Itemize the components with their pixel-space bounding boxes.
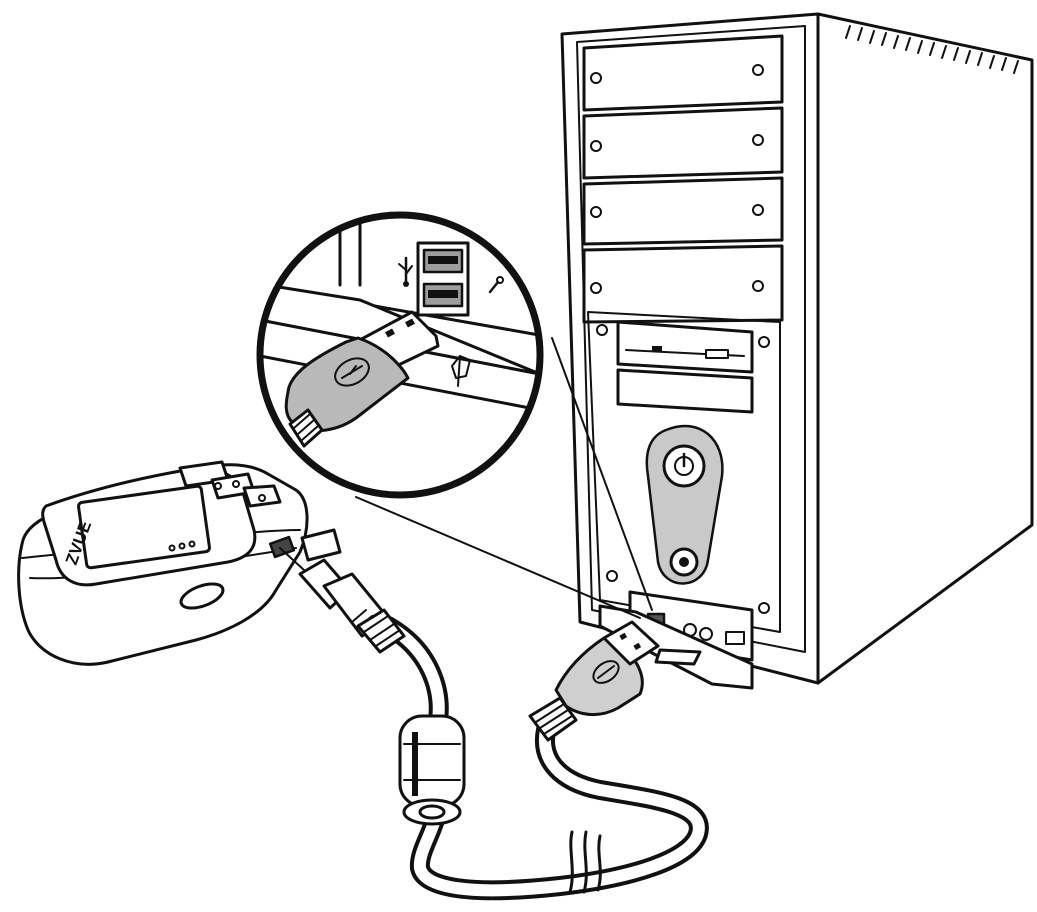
device-side-button [179,582,225,610]
device-buttons [178,460,282,508]
floppy-drive-icon [616,320,754,414]
zoom-line-lower [355,496,641,619]
zoom-cable-relief [288,408,324,448]
usb-cable [279,528,709,901]
zoom-usb-ports [416,241,470,317]
drive-bays [582,34,784,324]
mini-usb-plug [298,558,406,654]
tower-vent [845,25,1019,74]
zoom-detail [256,211,544,499]
usb-trident-icon [398,256,413,287]
usb-trident-icon [334,357,370,387]
mouse-port-icon [488,276,504,294]
power-panel [645,424,724,585]
computer-tower [560,12,1034,690]
zoom-line-upper [551,337,653,611]
tower-side-panel [816,12,1034,685]
usb-a-plug [528,620,660,742]
device-usb-port [268,535,296,559]
power-icon [674,452,694,476]
zoom-usb-plug [284,310,440,448]
ferrite-core [398,714,466,826]
usb-trident-icon [592,660,620,684]
device-screen [77,484,211,570]
cable-coil [568,830,602,894]
shelf-clip [451,355,471,387]
mp3-player: ZVUE [17,460,309,666]
